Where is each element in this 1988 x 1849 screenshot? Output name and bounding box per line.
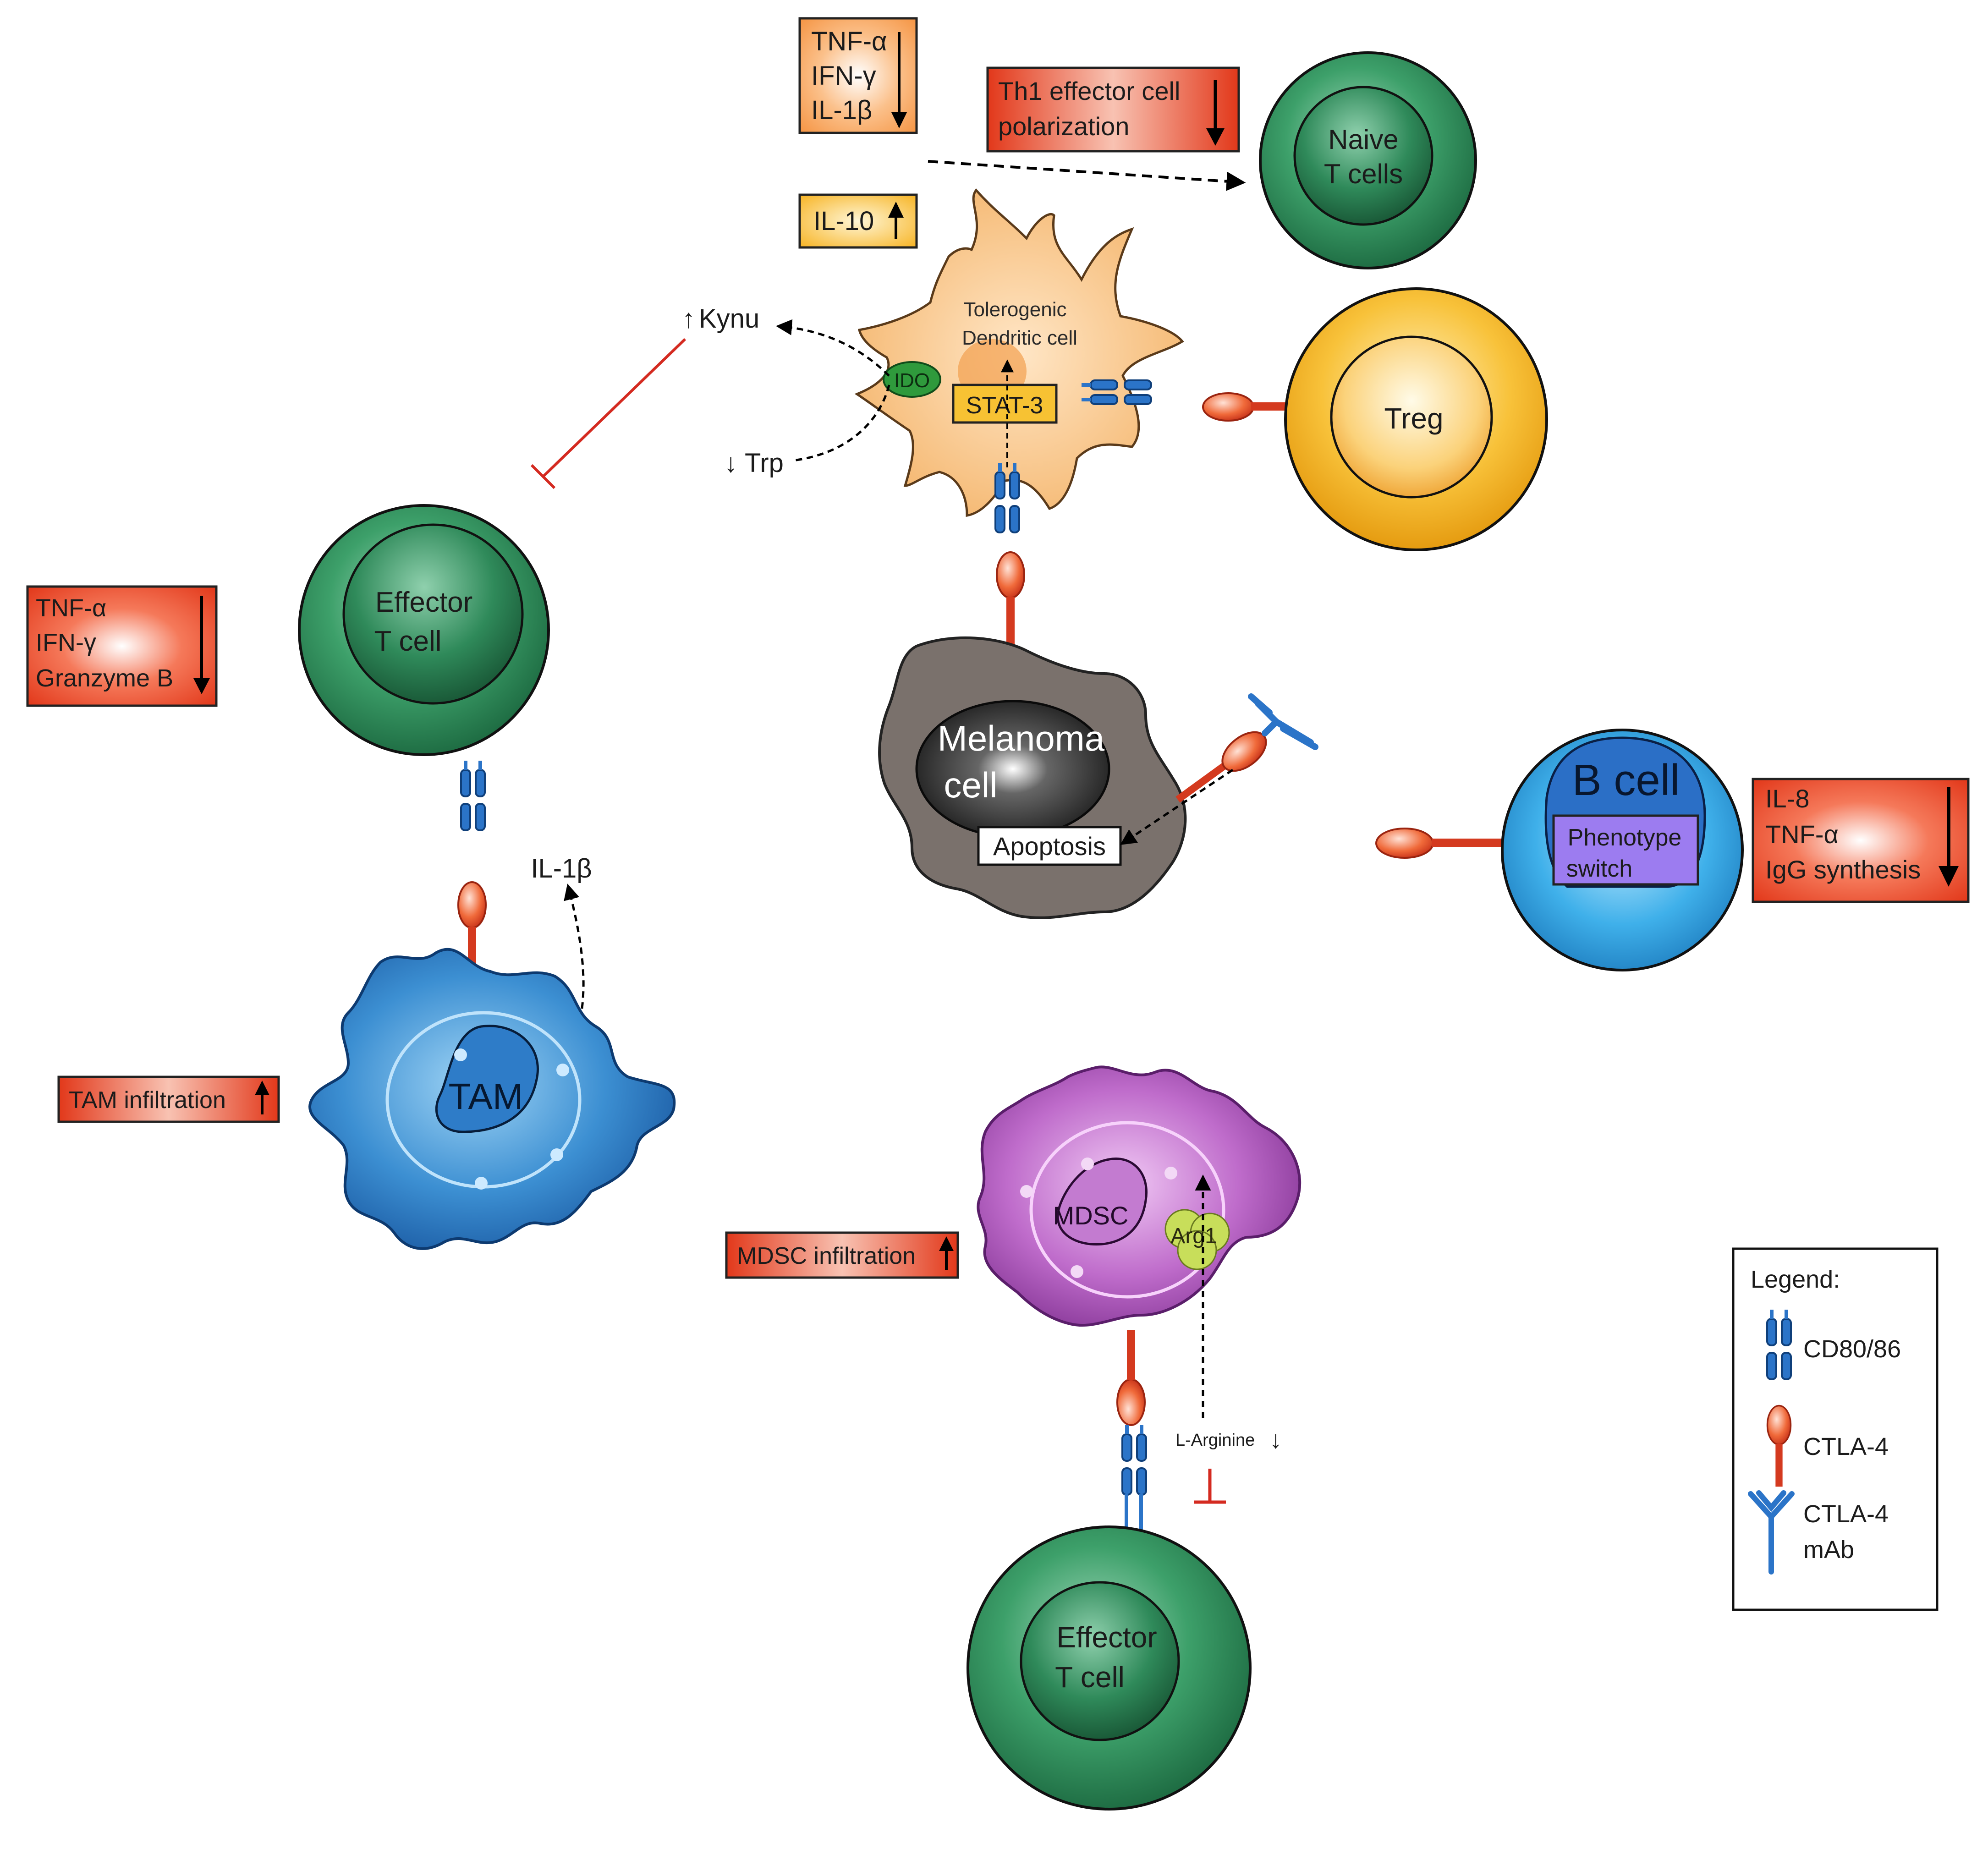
mdsc-infiltration-box: MDSC infiltration [725,1231,959,1279]
mdsc-label: MDSC [1053,1201,1129,1230]
kynu-inhibition-line [542,338,686,478]
effector-top-line-2: T cell [374,625,441,657]
ctla4-dc-melanoma [996,551,1025,648]
legend-item-ctla4: CTLA-4 [1803,1433,1889,1460]
stat3-box [952,384,1058,424]
apoptosis-label: Apoptosis [993,832,1106,861]
effector-t-cell-bottom: Effector T cell [967,1525,1252,1811]
effector-t-cell-top: Effector T cell [298,504,550,756]
ctla4-mdsc-effector [1116,1329,1146,1426]
arg1-enzyme [1164,1209,1230,1270]
effector-cytokine-0: TNF-α [36,594,106,622]
larginine-label: L-Arginine [1175,1431,1255,1450]
il10-label: IL-10 [813,206,874,236]
polarization-arrow [928,160,1246,191]
phenotype-line-1: Phenotype [1568,824,1682,851]
effector-bottom-line-1: Effector [1056,1621,1157,1654]
naive-line-2: T cells [1324,159,1403,189]
bcell-cytokine-1: TNF-α [1765,820,1839,849]
cytokine-box-top: TNF-α IFN-γ IL-1β [798,17,918,134]
effector-cytokine-box: TNF-α IFN-γ Granzyme B [26,585,218,707]
kynu-arrow: ↑ [682,304,695,334]
th1-line-0: Th1 effector cell [998,77,1180,105]
ido-enzyme [883,361,941,398]
kynu-label: Kynu [699,304,759,334]
melanoma-cell: Melanoma cell Apoptosis [878,636,1187,919]
effector-bottom-line-2: T cell [1055,1661,1125,1694]
legend-item-mab-2: mAb [1803,1536,1854,1564]
cytokine-top-2: IL-1β [811,95,872,125]
bcell-cytokine-0: IL-8 [1765,784,1810,813]
tam-infiltration-box: TAM infiltration [57,1075,280,1123]
phenotype-switch-box [1552,814,1699,886]
larginine-arrow: ↓ [1269,1426,1282,1454]
stat3-label: STAT-3 [966,392,1043,419]
mdsc-cell: MDSC Arg1 [977,1065,1302,1327]
dendritic-cell: Tolerogenic Dendritic cell IDO STAT-3 [854,188,1184,517]
trp-label: Trp [745,448,784,478]
trp-arrow: ↓ [724,448,737,478]
th1-box: Th1 effector cell polarization [986,66,1240,153]
cytokine-top-1: IFN-γ [811,61,876,91]
th1-line-1: polarization [998,112,1129,141]
mab-legend-icon [1748,1490,1795,1575]
dc-line-1: Tolerogenic [963,298,1066,321]
cytokine-top-0: TNF-α [811,27,887,56]
treg-cell: Treg [1284,287,1548,551]
effector-cytokine-1: IFN-γ [36,629,96,656]
mdsc-infiltration-label: MDSC infiltration [737,1243,916,1269]
naive-t-cell: Naive T cells [1259,51,1477,269]
effector-cytokine-2: Granzyme B [36,664,173,692]
bcell-cytokine-2: IgG synthesis [1765,855,1921,884]
legend-item-cd80: CD80/86 [1803,1335,1901,1363]
bcell-cytokine-box: IL-8 TNF-α IgG synthesis [1752,778,1970,903]
tam-cell: TAM [308,948,676,1250]
dc-line-2: Dendritic cell [962,327,1077,349]
effector-top-line-1: Effector [375,587,473,618]
melanoma-ctla4-mab [1120,693,1318,845]
apoptosis-box [977,826,1122,866]
b-cell: B cell Phenotype switch [1501,729,1744,971]
arg1-label: Arg1 [1170,1224,1217,1248]
legend: Legend: CD80/86 CTLA-4 CTLA-4 mAb [1732,1247,1939,1611]
melanoma-line-1: Melanoma [938,718,1105,758]
tam-label: TAM [449,1076,523,1117]
naive-line-1: Naive [1328,124,1398,155]
phenotype-line-2: switch [1566,856,1632,882]
ctla4-mab-icon [1248,693,1318,750]
treg-label: Treg [1384,402,1443,435]
cd80-effector-tam [461,761,485,830]
tam-infiltration-label: TAM infiltration [69,1087,226,1114]
il10-box: IL-10 [798,193,918,249]
il1b-label: IL-1β [531,854,592,883]
melanoma-line-2: cell [944,765,997,805]
bcell-label: B cell [1572,756,1680,805]
legend-item-mab-1: CTLA-4 [1803,1500,1889,1528]
ido-label: IDO [894,369,930,392]
legend-title: Legend: [1751,1266,1840,1293]
cd80-mdsc-effector [1122,1425,1146,1495]
